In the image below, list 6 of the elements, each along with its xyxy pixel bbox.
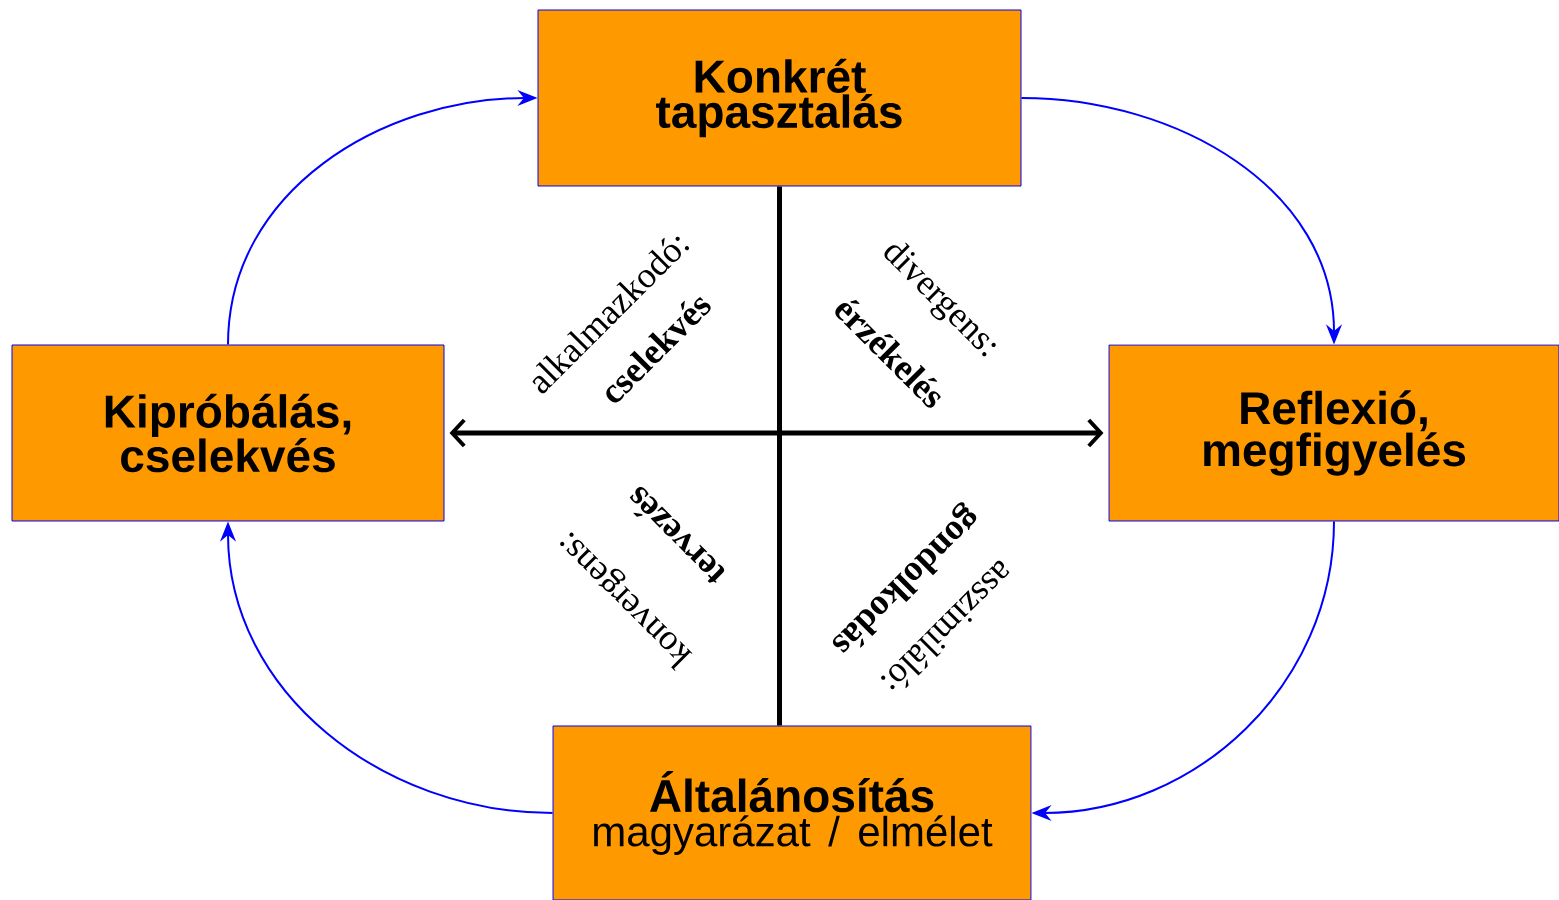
line — [777, 186, 782, 726]
process-box: Általánosítás magyarázat / elmélet — [552, 725, 1032, 900]
process-box: Reflexió, megfigyelés — [1108, 344, 1559, 522]
arrow — [449, 418, 1104, 448]
process-box: Konkrét tapasztalás — [537, 9, 1022, 187]
process-box: Kipróbálás, cselekvés — [11, 344, 445, 522]
